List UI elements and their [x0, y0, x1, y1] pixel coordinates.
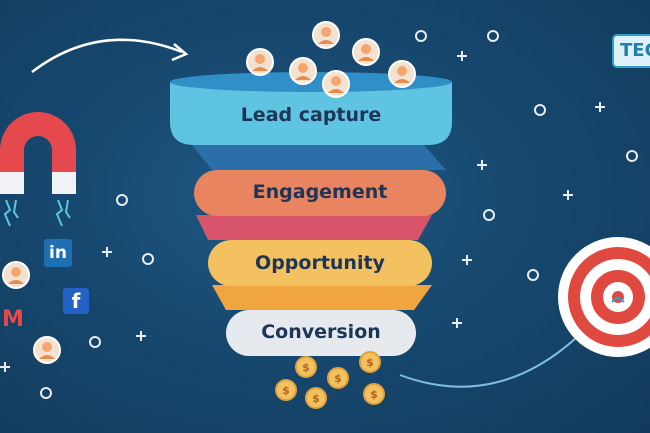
sparkle-plus: [457, 51, 467, 61]
coin-symbol: $: [366, 356, 374, 369]
coin-symbol: $: [334, 372, 342, 385]
stage-label-lead-capture: Lead capture: [240, 104, 382, 126]
stage-label-conversion: Conversion: [261, 321, 381, 343]
sparkle-circle: [626, 150, 638, 162]
sparkle-circle: [40, 387, 52, 399]
coin-icon: [359, 351, 381, 373]
sparkle-circle: [116, 194, 128, 206]
brand-logo: TECH: [612, 34, 650, 68]
arrow-head: [171, 43, 189, 62]
coin-icon: [295, 356, 317, 378]
coin-symbol: $: [370, 388, 378, 401]
funnel-stage-conversion: [226, 310, 416, 356]
sparkle-plus: [452, 318, 462, 328]
coin-icon: [275, 379, 297, 401]
sparkle-plus: [102, 247, 112, 257]
target-icon: [558, 237, 650, 357]
sparkle-circle: [89, 336, 101, 348]
sparkle-plus: [595, 102, 605, 112]
facebook-icon: f: [63, 288, 89, 314]
coin-symbol: $: [312, 392, 320, 405]
funnel-connector: [192, 145, 446, 170]
gmail-icon: M: [2, 307, 24, 332]
sparkle-plus: [0, 362, 10, 372]
sparkle-circle: [483, 209, 495, 221]
sparkle-circle: [415, 30, 427, 42]
sparkle-plus: [462, 255, 472, 265]
stage-label-opportunity: Opportunity: [255, 252, 385, 274]
sparkle-circle: [534, 104, 546, 116]
sparkle-plus: [563, 190, 573, 200]
coin-icon: [305, 387, 327, 409]
coin-icon: [327, 367, 349, 389]
stage-label-engagement: Engagement: [252, 181, 388, 203]
coin-symbol: $: [282, 384, 290, 397]
funnel-stage-opportunity: [208, 240, 432, 286]
coin-icon: [363, 383, 385, 405]
sparkle-circle: [527, 269, 539, 281]
sparkle-plus: [136, 331, 146, 341]
funnel-stage-engagement: [194, 170, 446, 216]
incoming-arrow: [31, 38, 183, 73]
sparkle-plus: [477, 160, 487, 170]
sparkle-circle: [142, 253, 154, 265]
sparkle-circle: [487, 30, 499, 42]
funnel-connector: [212, 285, 432, 310]
linkedin-icon: in: [44, 239, 72, 267]
funnel-connector: [196, 215, 432, 240]
coin-symbol: $: [302, 361, 310, 374]
magnet-icon: [0, 112, 76, 227]
